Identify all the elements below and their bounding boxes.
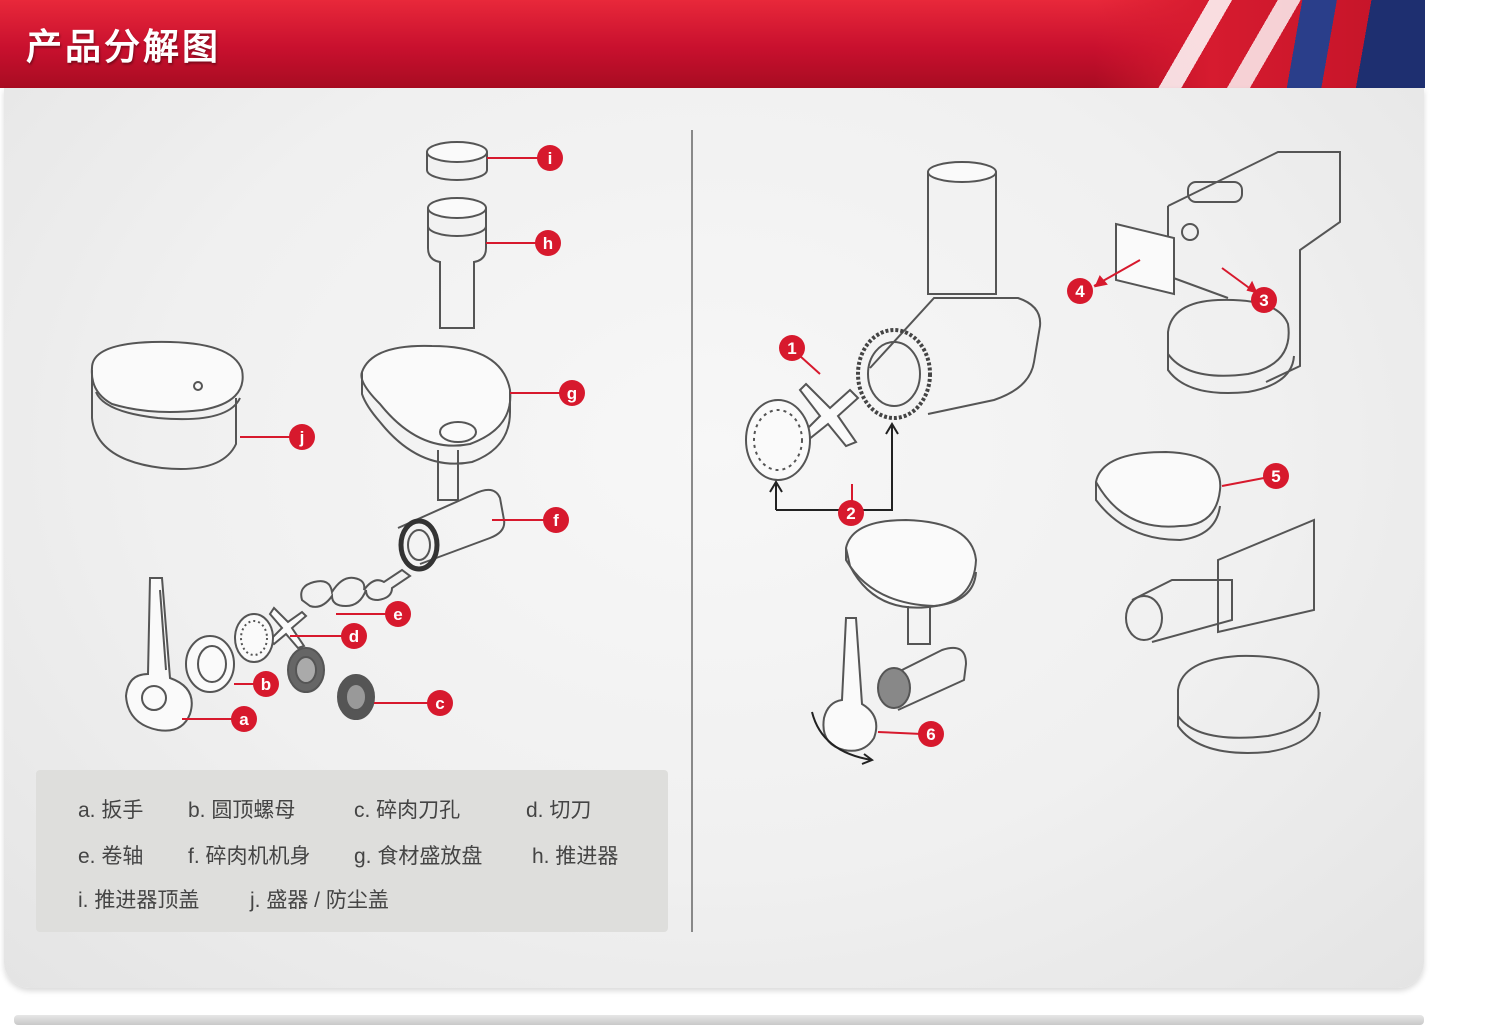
svg-text:a: a bbox=[239, 710, 249, 729]
part-h-pusher bbox=[427, 197, 487, 329]
grinding-plate bbox=[234, 613, 274, 663]
bottom-divider-bar bbox=[14, 1015, 1424, 1025]
callout-i: i bbox=[537, 145, 563, 171]
header-banner: 产品分解图 bbox=[0, 0, 1425, 88]
union-jack-flag-graphic bbox=[1095, 0, 1425, 88]
svg-text:b: b bbox=[261, 675, 271, 694]
assembled-grinder bbox=[811, 518, 978, 765]
callout-g: g bbox=[559, 380, 585, 406]
legend-item-j: j. 盛器 / 防尘盖 bbox=[250, 889, 389, 912]
svg-text:i: i bbox=[548, 149, 553, 168]
part-e-auger bbox=[300, 568, 412, 608]
legend-item-d: d. 切刀 bbox=[526, 799, 592, 822]
svg-text:1: 1 bbox=[787, 339, 796, 358]
svg-text:4: 4 bbox=[1075, 282, 1085, 301]
part-i-pusher-cap bbox=[426, 141, 488, 181]
part-d-cutter bbox=[268, 606, 308, 650]
left-callouts: i h g j f e d b c a bbox=[231, 145, 585, 732]
legend-item-b: b. 圆顶螺母 bbox=[188, 799, 296, 822]
callout-a: a bbox=[231, 706, 257, 732]
assembly-plate bbox=[745, 399, 811, 481]
svg-text:f: f bbox=[553, 511, 559, 530]
part-c-plates bbox=[287, 647, 375, 720]
legend-item-e: e. 卷轴 bbox=[78, 845, 144, 868]
callout-j: j bbox=[289, 424, 315, 450]
callout-3: 3 bbox=[1251, 287, 1277, 313]
assembly-cutter bbox=[798, 382, 860, 448]
part-g-food-tray bbox=[360, 344, 512, 465]
callout-4: 4 bbox=[1067, 278, 1093, 304]
part-f-grinder-body bbox=[397, 450, 506, 572]
legend-item-h: h. 推进器 bbox=[532, 845, 619, 868]
svg-text:g: g bbox=[567, 384, 577, 403]
svg-text:d: d bbox=[349, 627, 359, 646]
callout-c: c bbox=[427, 690, 453, 716]
callout-f: f bbox=[543, 507, 569, 533]
part-j-container bbox=[90, 340, 244, 470]
callout-d: d bbox=[341, 623, 367, 649]
part-a-wrench bbox=[124, 577, 193, 732]
svg-text:6: 6 bbox=[926, 725, 935, 744]
svg-text:2: 2 bbox=[846, 504, 855, 523]
legend-item-g: g. 食材盛放盘 bbox=[354, 845, 483, 868]
assembly-grinder-body bbox=[856, 161, 1042, 420]
legend-item-a: a. 扳手 bbox=[78, 799, 144, 822]
callout-b: b bbox=[253, 671, 279, 697]
legend-item-i: i. 推进器顶盖 bbox=[78, 889, 200, 912]
mixer-head-top bbox=[1115, 151, 1341, 395]
svg-text:e: e bbox=[393, 605, 402, 624]
callout-5: 5 bbox=[1263, 463, 1289, 489]
svg-text:5: 5 bbox=[1271, 467, 1280, 486]
mixer-with-attachment bbox=[1094, 450, 1321, 754]
callout-2: 2 bbox=[838, 500, 864, 526]
legend-item-f: f. 碎肉机机身 bbox=[188, 845, 311, 868]
callout-1: 1 bbox=[779, 335, 805, 361]
callout-e: e bbox=[385, 601, 411, 627]
step2-arrows bbox=[769, 422, 899, 511]
page-title: 产品分解图 bbox=[26, 27, 222, 68]
callout-h: h bbox=[535, 230, 561, 256]
parts-legend: a. 扳手 b. 圆顶螺母 c. 碎肉刀孔 d. 切刀 e. 卷轴 f. 碎肉机… bbox=[36, 770, 668, 932]
part-b-ring-nut bbox=[185, 635, 235, 693]
callout-6: 6 bbox=[918, 721, 944, 747]
svg-text:h: h bbox=[543, 234, 553, 253]
right-callouts: 1 2 3 4 5 6 bbox=[779, 278, 1289, 747]
legend-item-c: c. 碎肉刀孔 bbox=[354, 799, 461, 822]
svg-text:3: 3 bbox=[1259, 291, 1268, 310]
svg-text:c: c bbox=[435, 694, 444, 713]
svg-text:j: j bbox=[299, 428, 305, 447]
